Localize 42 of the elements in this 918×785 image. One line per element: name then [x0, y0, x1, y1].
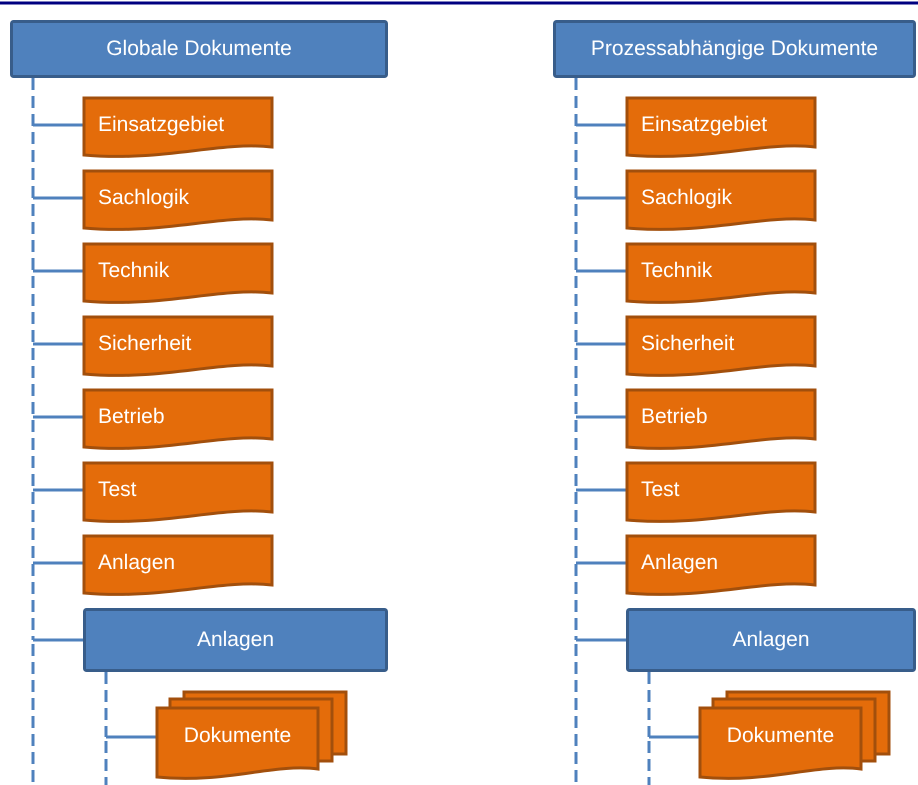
- connector-line: [648, 672, 699, 738]
- document-shape: [626, 170, 816, 232]
- node-label: Anlagen: [196, 629, 276, 650]
- document-shape: [83, 462, 273, 524]
- node-label: Technik: [641, 260, 712, 281]
- connector-line: [104, 672, 156, 738]
- heading-box: [83, 608, 388, 672]
- node-label: Test: [98, 479, 137, 500]
- node-label: Sicherheit: [98, 333, 192, 354]
- node-label: Betrieb: [641, 406, 708, 427]
- document-shape: [83, 243, 273, 305]
- document-shape: [626, 97, 816, 159]
- document-shape: [83, 97, 273, 159]
- document-shape: [83, 389, 273, 451]
- document-shape: [83, 316, 273, 378]
- document-shape: [626, 389, 816, 451]
- node-label: Dokumente: [726, 725, 836, 746]
- node-label: Sachlogik: [641, 187, 732, 208]
- document-shape: [83, 535, 273, 597]
- document-shape: [626, 316, 816, 378]
- document-shape: [626, 462, 816, 524]
- node-label: Test: [641, 479, 680, 500]
- multi-document-shape: [699, 691, 890, 781]
- node-label: Betrieb: [98, 406, 165, 427]
- document-shape: [83, 170, 273, 232]
- node-label: Globale Dokumente: [105, 38, 293, 59]
- node-label: Technik: [98, 260, 170, 281]
- node-label: Prozessabhängige Dokumente: [590, 38, 880, 59]
- node-label: Anlagen: [98, 552, 176, 573]
- heading-box: [553, 20, 916, 78]
- document-shape: [626, 535, 816, 597]
- node-label: Sicherheit: [641, 333, 734, 354]
- heading-box: [626, 608, 916, 672]
- node-label: Einsatzgebiet: [98, 114, 224, 135]
- node-label: Dokumente: [182, 725, 292, 746]
- node-label: Anlagen: [641, 552, 718, 573]
- node-label: Anlagen: [731, 629, 811, 650]
- node-label: Einsatzgebiet: [641, 114, 768, 135]
- heading-box: [10, 20, 388, 78]
- document-shape: [626, 243, 816, 305]
- node-label: Sachlogik: [98, 187, 190, 208]
- multi-document-shape: [156, 691, 347, 781]
